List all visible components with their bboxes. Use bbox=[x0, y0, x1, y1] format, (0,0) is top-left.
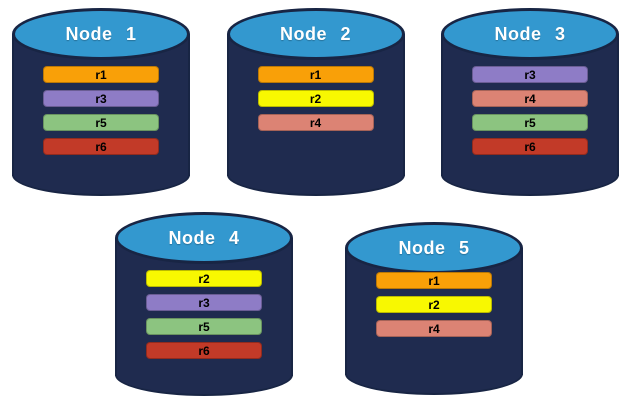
replica-label: r5 bbox=[198, 319, 210, 334]
replica-badge: r3 bbox=[146, 294, 262, 311]
replica-label: r1 bbox=[428, 273, 440, 288]
replica-badge: r1 bbox=[376, 272, 492, 289]
replica-badge: r1 bbox=[43, 66, 159, 83]
node-row-bottom: r2 r3 r5 r6 Node 4 r1 r2 r4 Node 5 bbox=[0, 212, 638, 396]
database-node: r1 r3 r5 r6 Node 1 bbox=[12, 8, 190, 196]
replica-label: r2 bbox=[428, 297, 440, 312]
replica-label: r1 bbox=[309, 67, 322, 82]
replica-badge: r6 bbox=[472, 138, 588, 155]
replica-badge: r4 bbox=[376, 320, 492, 337]
node-label: Node 4 bbox=[168, 227, 240, 248]
replica-list: r1 r2 r4 bbox=[345, 272, 523, 337]
replica-badge: r6 bbox=[146, 342, 262, 359]
replica-badge: r1 bbox=[257, 66, 374, 83]
cylinder-top-cap: Node 2 bbox=[226, 8, 405, 60]
replica-label: r6 bbox=[95, 139, 107, 154]
replica-badge: r4 bbox=[257, 114, 374, 131]
replica-label: r4 bbox=[428, 321, 440, 336]
database-node: r1 r2 r4 Node 2 bbox=[226, 8, 405, 196]
replica-label: r5 bbox=[524, 115, 536, 130]
replica-label: r4 bbox=[309, 115, 322, 130]
replica-badge: r3 bbox=[43, 90, 159, 107]
replica-label: r3 bbox=[524, 67, 536, 82]
replica-list: r3 r4 r5 r6 bbox=[441, 66, 619, 155]
replica-list: r1 r3 r5 r6 bbox=[12, 66, 190, 155]
cylinder-top-cap: Node 4 bbox=[115, 212, 293, 264]
replica-list: r1 r2 r4 bbox=[227, 66, 405, 131]
replica-label: r1 bbox=[95, 67, 107, 82]
replica-badge: r2 bbox=[257, 90, 374, 107]
replica-label: r3 bbox=[95, 91, 107, 106]
replica-badge: r5 bbox=[43, 114, 159, 131]
database-node: r1 r2 r4 Node 5 bbox=[345, 222, 523, 395]
replica-badge: r3 bbox=[472, 66, 588, 83]
cylinder-top-cap: Node 3 bbox=[441, 8, 619, 60]
replica-badge: r4 bbox=[472, 90, 588, 107]
replica-label: r3 bbox=[198, 295, 210, 310]
database-node: r3 r4 r5 r6 Node 3 bbox=[441, 8, 619, 196]
replica-label: r5 bbox=[95, 115, 107, 130]
replica-badge: r6 bbox=[43, 138, 159, 155]
replica-label: r4 bbox=[524, 91, 536, 106]
node-label: Node 2 bbox=[279, 23, 351, 44]
replica-label: r2 bbox=[198, 271, 210, 286]
node-label: Node 5 bbox=[398, 237, 470, 258]
replica-badge: r2 bbox=[376, 296, 492, 313]
replica-label: r6 bbox=[198, 343, 210, 358]
node-label: Node 3 bbox=[494, 23, 566, 44]
cylinder-top-cap: Node 1 bbox=[12, 8, 190, 60]
replica-label: r6 bbox=[524, 139, 536, 154]
node-row-top: r1 r3 r5 r6 Node 1 r1 r2 r4 Node 2 r3 r4… bbox=[0, 0, 638, 196]
replica-badge: r5 bbox=[146, 318, 262, 335]
replica-list: r2 r3 r5 r6 bbox=[115, 270, 293, 359]
node-label: Node 1 bbox=[65, 23, 137, 44]
replica-badge: r5 bbox=[472, 114, 588, 131]
cylinder-top-cap: Node 5 bbox=[345, 222, 523, 274]
replica-label: r2 bbox=[309, 91, 322, 106]
database-node: r2 r3 r5 r6 Node 4 bbox=[115, 212, 293, 396]
replica-badge: r2 bbox=[146, 270, 262, 287]
